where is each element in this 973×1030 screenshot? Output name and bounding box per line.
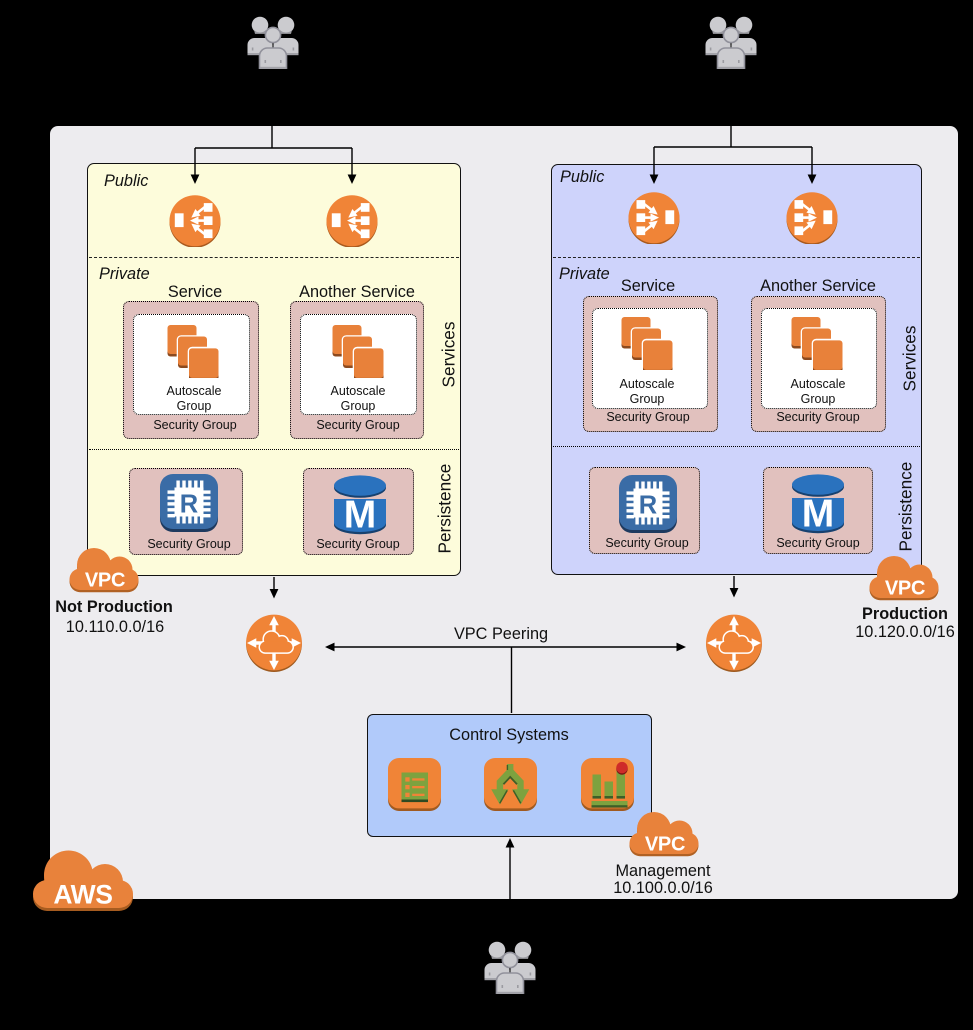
svg-text:AWS: AWS [53,880,112,910]
